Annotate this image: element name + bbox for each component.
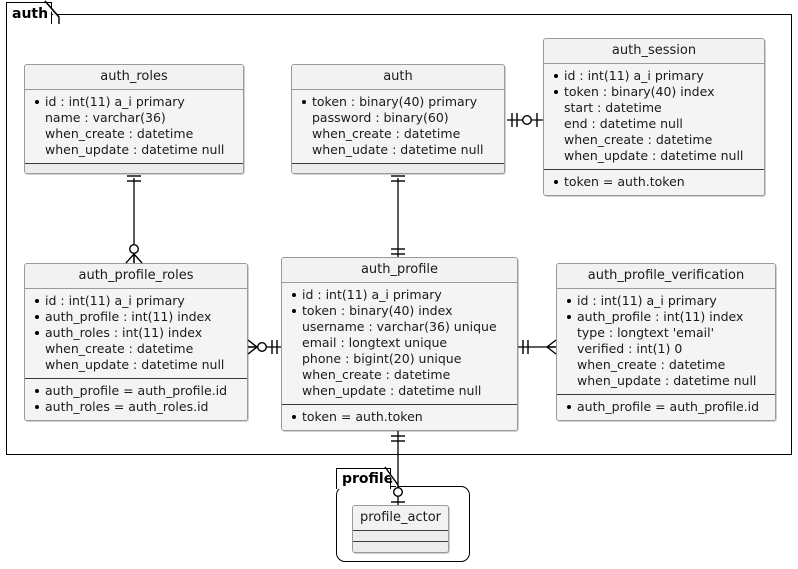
entity-auth_roles-fields: id : int(11) a_i primary name : varchar(… xyxy=(25,90,243,164)
package-auth-tab: auth xyxy=(6,2,52,24)
entity-auth_profile_verification-relations: auth_profile = auth_profile.id xyxy=(557,395,775,420)
field: when_create : datetime xyxy=(302,367,451,382)
entity-auth_profile_roles[interactable]: auth_profile_roles id : int(11) a_i prim… xyxy=(24,263,248,421)
package-profile-tab: profile xyxy=(336,468,394,489)
entity-auth_roles-title: auth_roles xyxy=(25,65,243,90)
field: auth_roles : int(11) index xyxy=(33,325,241,341)
entity-auth_profile-title: auth_profile xyxy=(282,258,517,283)
field: password : binary(60) xyxy=(312,110,449,125)
entity-profile_actor-relations xyxy=(353,542,448,552)
field: when_create : datetime xyxy=(577,357,726,372)
field: when_update : datetime null xyxy=(564,148,744,163)
field: token : binary(40) index xyxy=(552,84,758,100)
field: type : longtext 'email' xyxy=(577,325,715,340)
field: name : varchar(36) xyxy=(45,110,166,125)
entity-auth[interactable]: auth token : binary(40) primary password… xyxy=(291,64,505,174)
entity-auth_profile[interactable]: auth_profile id : int(11) a_i primary to… xyxy=(281,257,518,431)
relation: auth_profile = auth_profile.id xyxy=(565,399,769,415)
field: verified : int(1) 0 xyxy=(577,341,683,356)
entity-auth_profile_roles-fields: id : int(11) a_i primary auth_profile : … xyxy=(25,289,247,379)
field: email : longtext unique xyxy=(302,335,448,350)
field: auth_profile : int(11) index xyxy=(565,309,769,325)
entity-auth_profile_verification-fields: id : int(11) a_i primary auth_profile : … xyxy=(557,289,775,395)
entity-profile_actor-title: profile_actor xyxy=(353,506,448,531)
field: when_create : datetime xyxy=(45,126,194,141)
entity-auth-relations xyxy=(292,164,504,173)
relation: token = auth.token xyxy=(552,174,758,190)
relation: token = auth.token xyxy=(290,409,511,425)
field: auth_profile : int(11) index xyxy=(33,309,241,325)
field: when_create : datetime xyxy=(564,132,713,147)
entity-auth_profile-relations: token = auth.token xyxy=(282,405,517,430)
field: id : int(11) a_i primary xyxy=(290,287,511,303)
entity-auth_profile_verification[interactable]: auth_profile_verification id : int(11) a… xyxy=(556,263,776,421)
field: id : int(11) a_i primary xyxy=(565,293,769,309)
field: username : varchar(36) unique xyxy=(302,319,497,334)
field: when_update : datetime null xyxy=(45,357,225,372)
entity-auth_roles[interactable]: auth_roles id : int(11) a_i primary name… xyxy=(24,64,244,174)
entity-auth-title: auth xyxy=(292,65,504,90)
entity-auth-fields: token : binary(40) primary password : bi… xyxy=(292,90,504,164)
field: id : int(11) a_i primary xyxy=(33,94,237,110)
entity-auth_session[interactable]: auth_session id : int(11) a_i primary to… xyxy=(543,38,765,196)
field: token : binary(40) primary xyxy=(300,94,498,110)
field: when_update : datetime null xyxy=(577,373,757,388)
relation: auth_roles = auth_roles.id xyxy=(33,399,241,415)
field: when_create : datetime xyxy=(45,341,194,356)
field: when_udate : datetime null xyxy=(312,142,484,157)
field: end : datetime null xyxy=(564,116,683,131)
field: phone : bigint(20) unique xyxy=(302,351,462,366)
field: start : datetime xyxy=(564,100,662,115)
field: when_update : datetime null xyxy=(302,383,482,398)
entity-auth_session-title: auth_session xyxy=(544,39,764,64)
field: id : int(11) a_i primary xyxy=(552,68,758,84)
entity-auth_session-relations: token = auth.token xyxy=(544,170,764,195)
entity-auth_profile_roles-relations: auth_profile = auth_profile.id auth_role… xyxy=(25,379,247,420)
entity-profile_actor[interactable]: profile_actor xyxy=(352,505,449,553)
package-auth-label: auth xyxy=(12,5,49,22)
entity-auth_profile_roles-title: auth_profile_roles xyxy=(25,264,247,289)
entity-auth_session-fields: id : int(11) a_i primary token : binary(… xyxy=(544,64,764,170)
entity-auth_roles-relations xyxy=(25,164,243,173)
field: when_create : datetime xyxy=(312,126,461,141)
entity-profile_actor-fields xyxy=(353,531,448,542)
field: id : int(11) a_i primary xyxy=(33,293,241,309)
relation: auth_profile = auth_profile.id xyxy=(33,383,241,399)
field: token : binary(40) index xyxy=(290,303,511,319)
field: when_update : datetime null xyxy=(45,142,225,157)
entity-auth_profile-fields: id : int(11) a_i primary token : binary(… xyxy=(282,283,517,405)
package-profile-label: profile xyxy=(342,471,394,487)
entity-auth_profile_verification-title: auth_profile_verification xyxy=(557,264,775,289)
